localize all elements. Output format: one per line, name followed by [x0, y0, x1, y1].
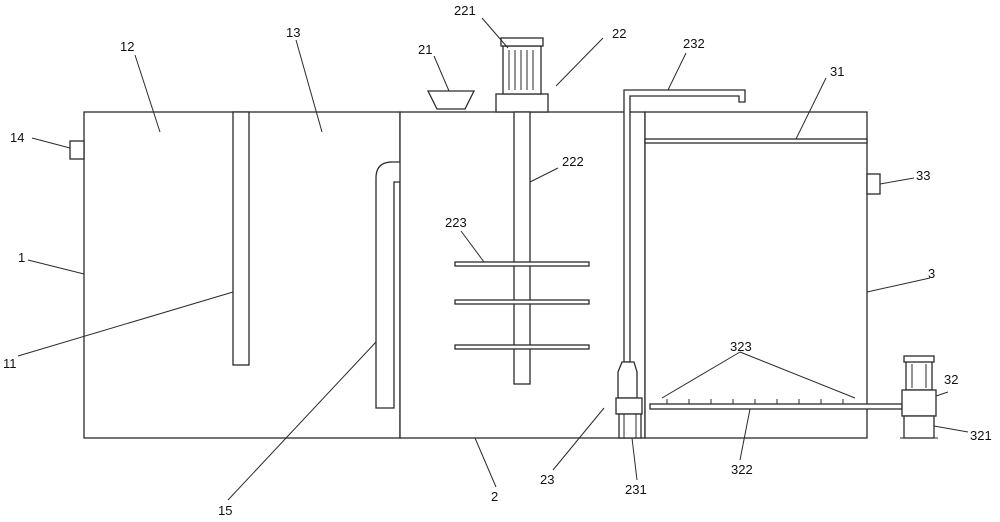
pump-body-23 — [615, 397, 643, 415]
pump-base-lines — [623, 414, 637, 438]
label-22: 22 — [612, 26, 626, 41]
blower-base-321 — [903, 415, 935, 439]
blade-223-bottom — [454, 344, 590, 350]
label-32: 32 — [944, 372, 958, 387]
label-11: 11 — [3, 356, 17, 371]
label-21: 21 — [418, 42, 432, 57]
label-23: 23 — [540, 472, 554, 487]
label-323: 323 — [730, 339, 752, 354]
shaft-222 — [513, 111, 531, 385]
label-232: 232 — [683, 36, 705, 51]
blower-motor-32 — [905, 359, 933, 391]
label-2: 2 — [491, 489, 498, 504]
label-14: 14 — [10, 130, 24, 145]
label-13: 13 — [286, 25, 300, 40]
blower-body-32 — [901, 389, 937, 417]
pump-23 — [617, 361, 638, 399]
label-223: 223 — [445, 215, 467, 230]
baffle-11 — [232, 111, 250, 366]
mixer-base-22 — [495, 93, 549, 113]
blower-cap-32 — [903, 355, 935, 363]
tank-3 — [644, 111, 868, 439]
cover-plate-31 — [644, 138, 868, 144]
label-1: 1 — [18, 250, 25, 265]
label-31: 31 — [830, 64, 844, 79]
blade-223-top — [454, 261, 590, 267]
inlet-14 — [69, 140, 85, 160]
leader-lines — [17, 17, 969, 501]
label-15: 15 — [218, 503, 232, 518]
label-33: 33 — [916, 168, 930, 183]
label-3: 3 — [928, 266, 935, 281]
blade-223-mid — [454, 299, 590, 305]
aeration-pipe-322 — [649, 403, 903, 410]
outlet-33 — [866, 173, 881, 195]
label-321: 321 — [970, 428, 992, 443]
label-221: 221 — [454, 3, 476, 18]
label-222: 222 — [562, 154, 584, 169]
nozzles-323 — [666, 399, 844, 404]
blower-lines — [900, 364, 938, 439]
label-322: 322 — [731, 462, 753, 477]
motor-cap-221 — [500, 37, 544, 47]
label-231: 231 — [625, 482, 647, 497]
hopper-21 — [426, 90, 476, 110]
pipe-232 — [623, 89, 746, 363]
motor-fins — [508, 50, 534, 90]
label-12: 12 — [120, 39, 134, 54]
pump-base-231 — [618, 413, 642, 439]
